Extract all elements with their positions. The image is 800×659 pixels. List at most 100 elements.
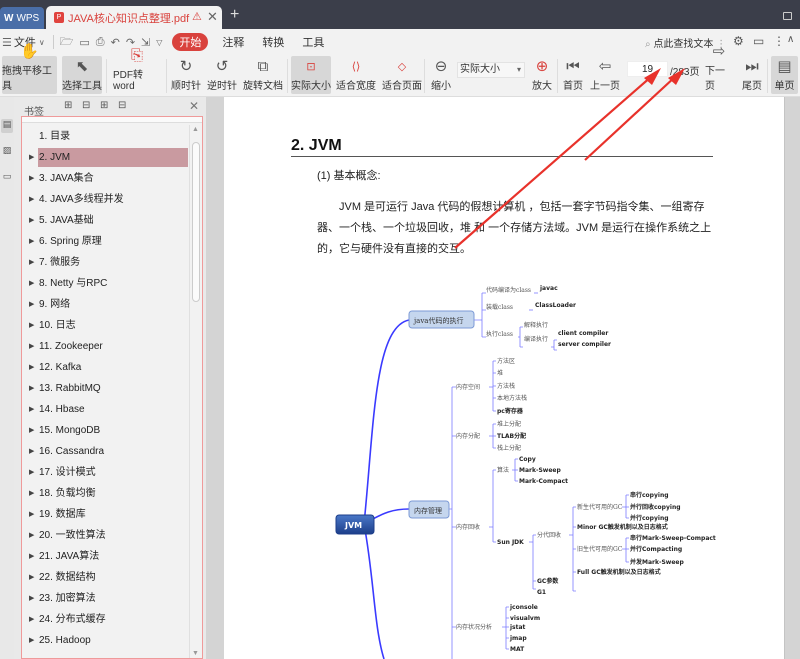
bookmark-item[interactable]: ▶21. JAVA算法	[29, 547, 188, 566]
expand-arrow-icon[interactable]: ▶	[29, 448, 35, 455]
redo-icon[interactable]: ↷	[125, 36, 136, 49]
file-menu[interactable]: 文件	[13, 37, 36, 49]
bookmark-item[interactable]: ▶6. Spring 原理	[29, 232, 188, 251]
expand-arrow-icon[interactable]: ▶	[29, 532, 35, 539]
more-dropdown-icon[interactable]: ▽	[156, 37, 163, 47]
hand-tool-button[interactable]: ✋ 拖拽平移工具	[2, 43, 57, 94]
bookmark-item[interactable]: ▶20. 一致性算法	[29, 526, 188, 545]
collapse-all-icon[interactable]: ⊟	[82, 100, 91, 111]
feedback-icon[interactable]: ▭	[753, 34, 765, 48]
tab-tools[interactable]: 工具	[302, 37, 325, 49]
expand-arrow-icon[interactable]: ▶	[29, 385, 35, 392]
expand-arrow-icon[interactable]: ▶	[29, 238, 35, 245]
right-scroll-gutter[interactable]	[784, 97, 800, 659]
pdf-to-word-button[interactable]: ⎘ PDF转word	[113, 47, 161, 94]
bookmark-item[interactable]: ▶11. Zookeeper	[29, 337, 188, 356]
expand-arrow-icon[interactable]: ▶	[29, 280, 35, 287]
next-page-button[interactable]: ⇨ 下一页	[705, 43, 733, 94]
expand-arrow-icon[interactable]: ▶	[29, 511, 35, 518]
expand-arrow-icon[interactable]: ▶	[29, 217, 35, 224]
single-page-button[interactable]: ▤ 单页	[771, 56, 798, 94]
more-options-icon[interactable]: ⋮	[773, 34, 785, 48]
bookmark-item[interactable]: ▶23. 加密算法	[29, 589, 188, 608]
tab-start[interactable]: 开始	[172, 33, 209, 51]
bookmark-item[interactable]: ▶10. 日志	[29, 316, 188, 335]
hamburger-menu-icon[interactable]: ☰	[2, 36, 12, 49]
page-number-input[interactable]: 19	[627, 61, 668, 77]
rotate-clockwise-button[interactable]: ↻ 顺时针	[171, 56, 201, 94]
bookmark-item[interactable]: ▶22. 数据结构	[29, 568, 188, 587]
scroll-up-icon[interactable]: ▲	[192, 126, 199, 133]
undo-icon[interactable]: ↶	[110, 36, 120, 49]
expand-arrow-icon[interactable]: ▶	[29, 427, 35, 434]
actual-size-button[interactable]: ⊡ 实际大小	[291, 56, 331, 94]
warning-icon[interactable]: ⚠	[192, 11, 202, 23]
previous-page-button[interactable]: ⇦ 上一页	[590, 56, 620, 94]
find-text-search[interactable]: ⌕ 点此查找文本 ⋮	[645, 39, 727, 50]
expand-arrow-icon[interactable]: ▶	[29, 595, 35, 602]
fit-width-button[interactable]: ⟨⟩ 适合宽度	[336, 56, 376, 94]
expand-arrow-icon[interactable]: ▶	[29, 364, 35, 371]
zoom-in-button[interactable]: ⊕ 放大	[530, 56, 554, 94]
bookmark-item[interactable]: ▶9. 网络	[29, 295, 188, 314]
fit-page-button[interactable]: ◇ 适合页面	[382, 56, 422, 94]
add-bookmark-icon[interactable]: ⊞	[100, 100, 109, 111]
tab-convert[interactable]: 转换	[262, 37, 285, 49]
save-icon[interactable]: ▭	[79, 36, 90, 49]
bookmark-item[interactable]: ▶18. 负载均衡	[29, 484, 188, 503]
bookmark-panel-icon[interactable]: ▤	[1, 119, 13, 133]
expand-arrow-icon[interactable]: ▶	[29, 637, 35, 644]
attachment-panel-icon[interactable]: ▭	[2, 171, 12, 181]
bookmark-item[interactable]: ▶16. Cassandra	[29, 442, 188, 461]
zoom-level-select[interactable]: 实际大小	[457, 62, 525, 78]
scrollbar-thumb[interactable]	[192, 142, 200, 302]
rotate-counterclockwise-button[interactable]: ↺ 逆时针	[207, 56, 237, 94]
bookmark-item[interactable]: ▶15. MongoDB	[29, 421, 188, 440]
new-tab-button[interactable]: +	[230, 6, 240, 23]
expand-arrow-icon[interactable]: ▶	[29, 469, 35, 476]
expand-all-icon[interactable]: ⊞	[64, 100, 73, 111]
bookmark-item[interactable]: ▶13. RabbitMQ	[29, 379, 188, 398]
bookmark-item[interactable]: ▶12. Kafka	[29, 358, 188, 377]
open-folder-icon[interactable]: 🗁	[59, 35, 74, 48]
bookmark-item[interactable]: ▶3. JAVA集合	[29, 169, 188, 188]
collapse-ribbon-icon[interactable]: ∧	[787, 34, 795, 45]
expand-arrow-icon[interactable]: ▶	[29, 574, 35, 581]
document-tab[interactable]: P JAVA核心知识点整理.pdf ⚠ ✕	[46, 6, 222, 29]
expand-arrow-icon[interactable]: ▶	[29, 490, 35, 497]
expand-arrow-icon[interactable]: ▶	[29, 406, 35, 413]
tab-annotate[interactable]: 注释	[222, 37, 245, 49]
chevron-down-icon[interactable]: ∨	[38, 37, 45, 47]
print-icon[interactable]: ⎙	[95, 35, 105, 48]
settings-gear-icon[interactable]: ⚙	[733, 34, 744, 48]
expand-arrow-icon[interactable]: ▶	[29, 154, 35, 161]
zoom-out-button[interactable]: ⊖ 缩小	[428, 56, 454, 94]
export-icon[interactable]: ⇲	[141, 36, 151, 49]
bookmark-item[interactable]: ▶24. 分布式缓存	[29, 610, 188, 629]
expand-arrow-icon[interactable]: ▶	[29, 175, 35, 182]
close-panel-icon[interactable]: ✕	[189, 99, 200, 113]
bookmark-scrollbar[interactable]: ▲ ▼	[189, 125, 201, 658]
close-tab-icon[interactable]: ✕	[207, 9, 218, 24]
expand-arrow-icon[interactable]: ▶	[29, 301, 35, 308]
bookmark-item[interactable]: ▶2. JVM	[29, 148, 188, 167]
window-layout-icon[interactable]	[783, 12, 792, 20]
expand-arrow-icon[interactable]: ▶	[29, 259, 35, 266]
thumbnail-panel-icon[interactable]: ▨	[2, 145, 12, 155]
wps-home-tab[interactable]: W WPS	[0, 7, 44, 29]
select-tool-button[interactable]: ⬉ 选择工具	[62, 56, 102, 94]
expand-arrow-icon[interactable]: ▶	[29, 196, 35, 203]
remove-bookmark-icon[interactable]: ⊟	[118, 100, 127, 111]
expand-arrow-icon[interactable]: ▶	[29, 616, 35, 623]
scroll-down-icon[interactable]: ▼	[192, 650, 199, 657]
bookmark-item[interactable]: ▶17. 设计模式	[29, 463, 188, 482]
bookmark-item[interactable]: ▶8. Netty 与RPC	[29, 274, 188, 293]
bookmark-item[interactable]: ▶14. Hbase	[29, 400, 188, 419]
expand-arrow-icon[interactable]: ▶	[29, 553, 35, 560]
bookmark-item[interactable]: ▶19. 数据库	[29, 505, 188, 524]
bookmark-item[interactable]: ▶7. 微服务	[29, 253, 188, 272]
expand-arrow-icon[interactable]: ▶	[29, 322, 35, 329]
last-page-button[interactable]: ⏭ 尾页	[740, 56, 764, 94]
bookmark-item[interactable]: ▶5. JAVA基础	[29, 211, 188, 230]
first-page-button[interactable]: ⏮ 首页	[561, 56, 585, 94]
